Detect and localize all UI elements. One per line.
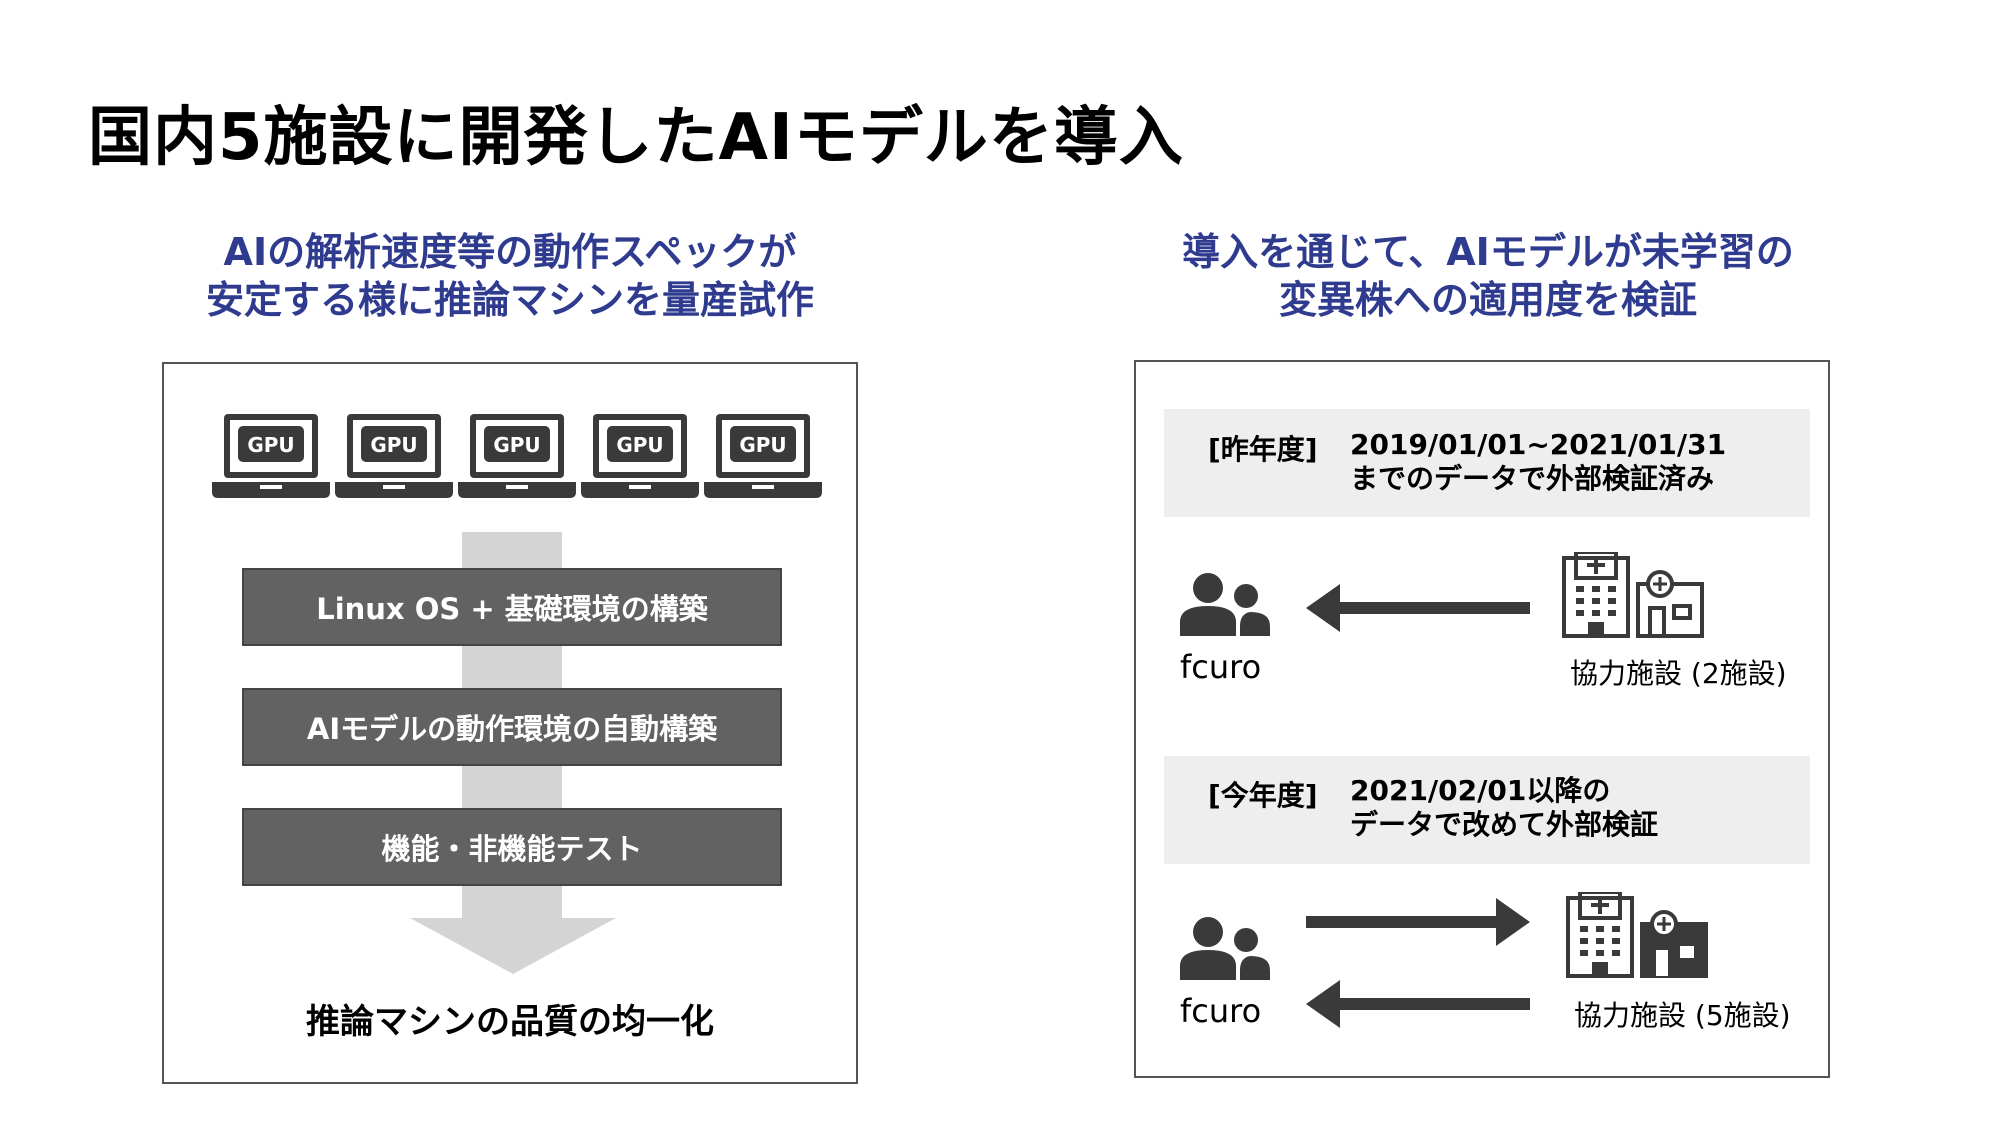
this-year-period: 2021/02/01以降の bbox=[1350, 774, 1611, 807]
facility-label-last-year: 協力施設 (2施設) bbox=[1570, 657, 1787, 690]
this-year-info-box bbox=[1164, 756, 1810, 864]
clinic-icon bbox=[1636, 570, 1704, 638]
people-icon bbox=[1180, 573, 1270, 636]
laptop-icon: GPU bbox=[335, 414, 453, 498]
right-heading-line1: 導入を通じて、AIモデルが未学習の bbox=[1182, 230, 1794, 274]
last-year-desc: までのデータで外部検証済み bbox=[1350, 462, 1715, 495]
last-year-info-box bbox=[1164, 409, 1810, 517]
gpu-label: GPU bbox=[739, 433, 786, 457]
this-year-desc: データで改めて外部検証 bbox=[1350, 808, 1659, 841]
this-year-text: 2021/02/01以降の データで改めて外部検証 bbox=[1350, 774, 1658, 842]
gpu-label: GPU bbox=[247, 433, 294, 457]
left-heading-line2: 安定する様に推論マシンを量産試作 bbox=[205, 278, 814, 322]
arrow-right-icon bbox=[1306, 898, 1530, 946]
clinic-icon bbox=[1640, 910, 1708, 978]
hospital-icon bbox=[1562, 552, 1630, 638]
step-box-ai-env: AIモデルの動作環境の自動構築 bbox=[242, 688, 782, 766]
laptop-icon: GPU bbox=[212, 414, 330, 498]
right-heading-line2: 変異株への適用度を検証 bbox=[1278, 278, 1697, 322]
gpu-label: GPU bbox=[493, 433, 540, 457]
laptop-icon: GPU bbox=[704, 414, 822, 498]
facility-label-this-year: 協力施設 (5施設) bbox=[1574, 999, 1791, 1032]
left-heading: AIの解析速度等の動作スペックが 安定する様に推論マシンを量産試作 bbox=[160, 228, 860, 324]
laptop-icon: GPU bbox=[581, 414, 699, 498]
right-heading: 導入を通じて、AIモデルが未学習の 変異株への適用度を検証 bbox=[1138, 228, 1838, 324]
hospital-icon bbox=[1566, 892, 1634, 978]
left-heading-line1: AIの解析速度等の動作スペックが bbox=[223, 230, 797, 274]
people-icon bbox=[1180, 917, 1270, 980]
step-box-linux: Linux OS + 基礎環境の構築 bbox=[242, 568, 782, 646]
gpu-label: GPU bbox=[370, 433, 417, 457]
result-label: 推論マシンの品質の均一化 bbox=[306, 1002, 714, 1042]
this-year-tag: [今年度] bbox=[1208, 779, 1318, 812]
last-year-text: 2019/01/01~2021/01/31 までのデータで外部検証済み bbox=[1350, 428, 1726, 496]
last-year-period: 2019/01/01~2021/01/31 bbox=[1350, 428, 1727, 461]
page-title: 国内5施設に開発したAIモデルを導入 bbox=[88, 101, 1184, 175]
step-box-test: 機能・非機能テスト bbox=[242, 808, 782, 886]
last-year-tag: [昨年度] bbox=[1208, 433, 1318, 466]
arrow-left-icon bbox=[1306, 584, 1530, 632]
gpu-label: GPU bbox=[616, 433, 663, 457]
laptop-row: GPU GPU GPU GPU GPU bbox=[212, 412, 822, 502]
arrow-left-icon bbox=[1306, 980, 1530, 1028]
fcuro-label-this-year: fcuro bbox=[1180, 992, 1262, 1030]
laptop-icon: GPU bbox=[458, 414, 576, 498]
fcuro-label-last-year: fcuro bbox=[1180, 648, 1262, 686]
